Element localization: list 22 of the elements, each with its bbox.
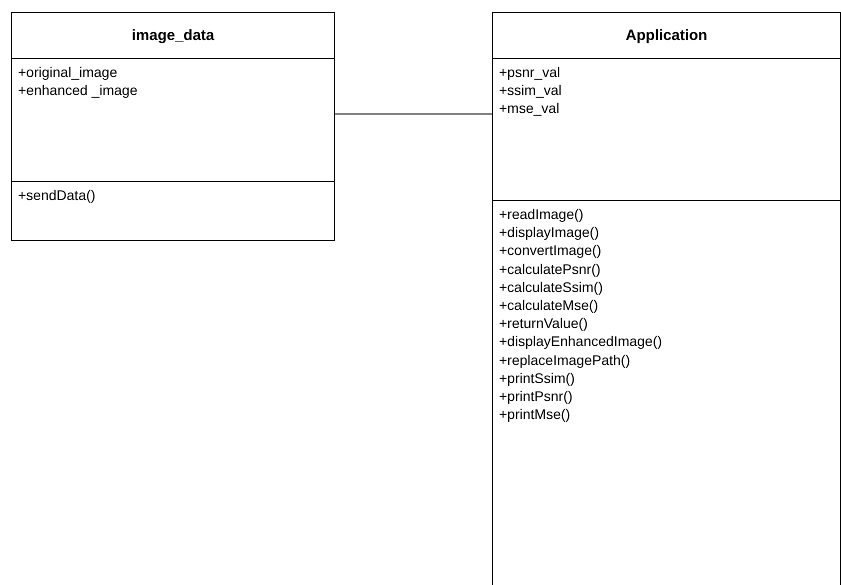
method-text: +readImage() xyxy=(499,205,584,224)
method-text: +calculateMse() xyxy=(499,296,598,314)
method-text: +printMse() xyxy=(499,405,570,424)
method-text: +printSsim() xyxy=(499,368,575,388)
method-text: +displayEnhancedImage() xyxy=(499,332,662,351)
class-name: image_data xyxy=(130,26,216,46)
method-text: +returnValue() xyxy=(499,314,588,332)
method-text: +calculateSsim() xyxy=(499,278,603,296)
attribute-text: +original_image xyxy=(18,63,118,82)
method-text: +printPsnr() xyxy=(499,387,573,406)
attribute-text: +mse_val xyxy=(499,99,560,118)
uml-class-box xyxy=(492,12,841,585)
method-text: +convertImage() xyxy=(499,241,602,260)
method-text: +replaceImagePath() xyxy=(499,350,630,369)
uml-class-box xyxy=(11,12,335,241)
method-text: +calculatePsnr() xyxy=(499,260,601,278)
attribute-text: +psnr_val xyxy=(499,63,560,82)
method-text: +sendData() xyxy=(18,186,96,204)
attribute-text: +ssim_val xyxy=(499,81,562,100)
method-text: +displayImage() xyxy=(499,223,599,242)
attribute-text: +enhanced _image xyxy=(18,81,138,100)
class-name: Application xyxy=(624,26,708,46)
